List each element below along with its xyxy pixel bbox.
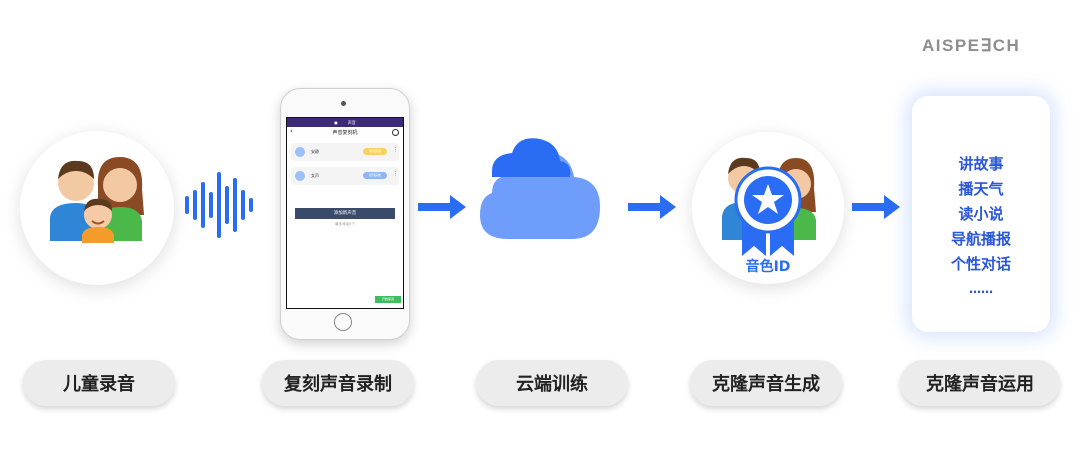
step-label: 云端训练 (476, 360, 628, 406)
phone-hint: 最多添加5个 (335, 222, 355, 226)
use-case-item: …… (969, 282, 993, 296)
phone-camera (341, 101, 346, 106)
use-case-item: 个性对话 (950, 255, 1011, 273)
step-label: 复刻声音录制 (262, 360, 414, 406)
phone-title-text: 声音复刻机 (332, 129, 358, 136)
play-icon[interactable] (295, 147, 305, 157)
sound-wave-icon (185, 172, 253, 238)
play-icon[interactable] (295, 171, 305, 181)
brand-logo: AISPE∃CH (922, 36, 1021, 55)
family-circle (20, 131, 174, 285)
start-button[interactable]: 开始使用 (375, 296, 401, 303)
list-item-name: 安静 (311, 149, 319, 154)
cloud-icon (480, 138, 600, 239)
use-case-list: 讲故事 播天气 读小说 导航播报 个性对话 …… (912, 152, 1050, 302)
voice-id-badge-icon (722, 157, 816, 256)
family-icon (50, 157, 144, 243)
list-item-name: 女声 (311, 173, 319, 178)
use-case-item: 读小说 (958, 205, 1004, 223)
phone-screen: ● 声音 ‹ 声音复刻机 安静 录音完成 ⋮ 女声 复刻完成 ⋮ 添加新声音 最… (286, 117, 404, 309)
arrow-right-icon (628, 195, 676, 219)
phone-status-left: ● (334, 120, 338, 125)
voice-id-circle: 音色ID (692, 132, 844, 284)
settings-icon[interactable] (392, 129, 399, 136)
use-case-item: 讲故事 (958, 155, 1004, 173)
list-item[interactable]: 女声 复刻完成 ⋮ (291, 167, 399, 185)
arrow-right-icon (852, 195, 900, 219)
voice-id-label: 音色ID (745, 259, 791, 275)
more-icon[interactable]: ⋮ (393, 171, 398, 177)
step-label: 儿童录音 (23, 360, 175, 406)
use-case-panel: 讲故事 播天气 读小说 导航播报 个性对话 …… (912, 96, 1050, 332)
step-label: 克隆声音运用 (900, 360, 1060, 406)
phone-status-bar: ● 声音 (287, 118, 403, 127)
home-button (334, 313, 352, 331)
status-badge: 复刻完成 (363, 172, 387, 179)
add-voice-button[interactable]: 添加新声音 (295, 208, 395, 219)
use-case-item: 导航播报 (950, 230, 1011, 248)
list-item[interactable]: 安静 录音完成 ⋮ (291, 143, 399, 161)
phone-mockup: ● 声音 ‹ 声音复刻机 安静 录音完成 ⋮ 女声 复刻完成 ⋮ 添加新声音 最… (280, 88, 410, 340)
arrow-right-icon (418, 195, 466, 219)
step-label: 克隆声音生成 (690, 360, 842, 406)
status-badge: 录音完成 (363, 148, 387, 155)
more-icon[interactable]: ⋮ (393, 147, 398, 153)
phone-app-title: ‹ 声音复刻机 (287, 127, 403, 137)
use-case-item: 播天气 (958, 180, 1004, 198)
back-button[interactable]: ‹ (290, 127, 293, 135)
phone-status-right: 声音 (347, 119, 356, 125)
